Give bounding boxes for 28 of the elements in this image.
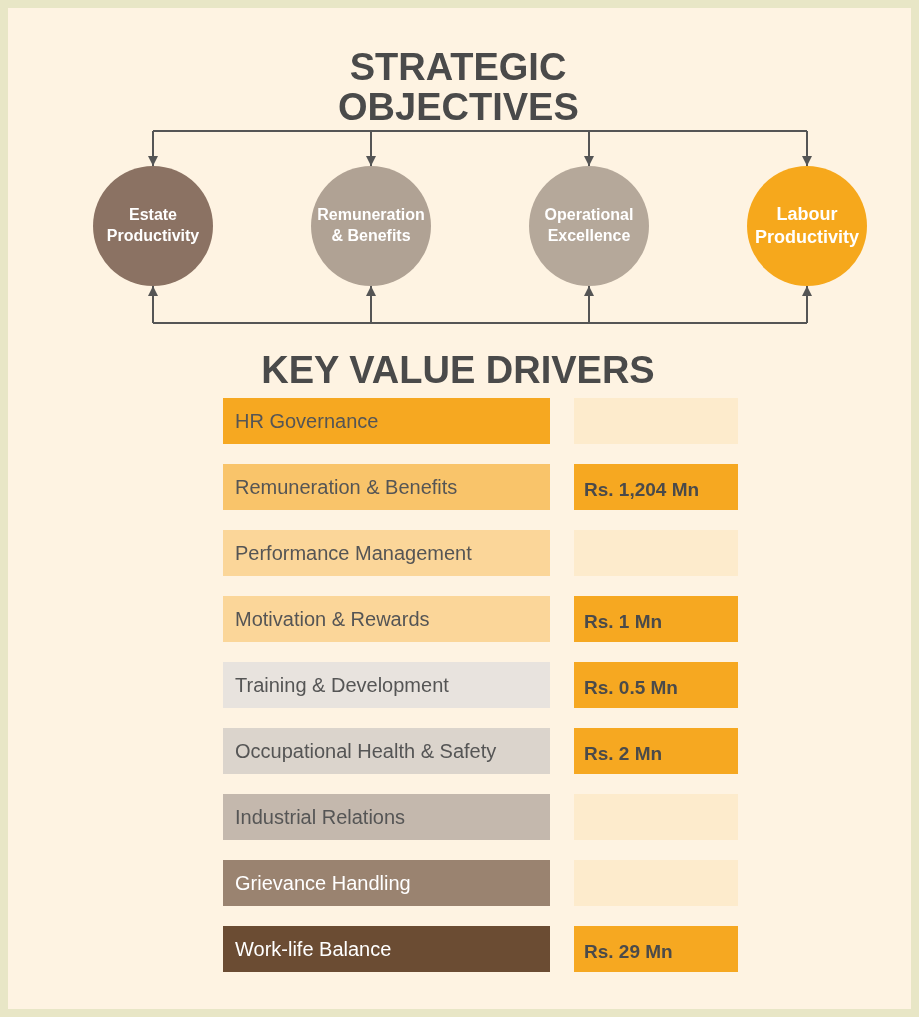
driver-label: Occupational Health & Safety bbox=[223, 728, 550, 774]
value-label: Rs. 29 Mn bbox=[574, 926, 738, 972]
arrow bbox=[366, 285, 376, 324]
driver-label: Grievance Handling bbox=[223, 860, 550, 906]
driver-label: Industrial Relations bbox=[223, 794, 550, 840]
arrow bbox=[148, 285, 158, 324]
driver-label: Remuneration & Benefits bbox=[223, 464, 550, 510]
value-label: Rs. 1 Mn bbox=[574, 596, 738, 642]
objective-circle: Operational Excellence bbox=[529, 166, 649, 286]
arrow bbox=[802, 285, 812, 324]
driver-label: Work-life Balance bbox=[223, 926, 550, 972]
driver-label: Performance Management bbox=[223, 530, 550, 576]
objective-circle: Estate Productivity bbox=[93, 166, 213, 286]
arrow bbox=[366, 130, 376, 167]
driver-label: Training & Development bbox=[223, 662, 550, 708]
value-label: Rs. 0.5 Mn bbox=[574, 662, 738, 708]
value-label: Rs. 1,204 Mn bbox=[574, 464, 738, 510]
arrow bbox=[584, 130, 594, 167]
heading: KEY VALUE DRIVERS bbox=[260, 351, 656, 391]
objective-circle: Labour Productivity bbox=[747, 166, 867, 286]
arrow bbox=[148, 130, 158, 167]
driver-label: HR Governance bbox=[223, 398, 550, 444]
arrow bbox=[584, 285, 594, 324]
objective-circle: Remuneration & Benefits bbox=[311, 166, 431, 286]
driver-label: Motivation & Rewards bbox=[223, 596, 550, 642]
arrow bbox=[802, 130, 812, 167]
heading: STRATEGIC OBJECTIVES bbox=[338, 48, 578, 128]
value-label: Rs. 2 Mn bbox=[574, 728, 738, 774]
